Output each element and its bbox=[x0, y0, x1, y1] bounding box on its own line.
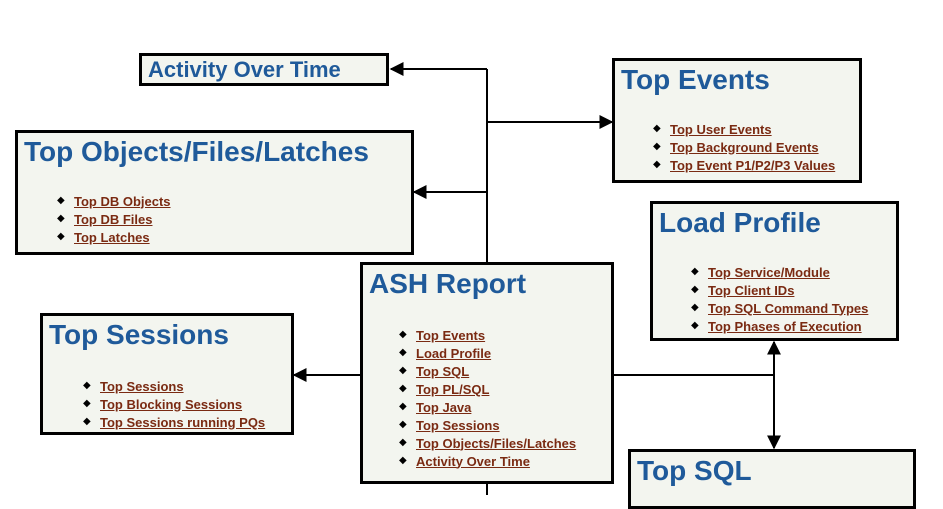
list-item: ◆ Top Sessions running PQs bbox=[83, 413, 265, 431]
activity-over-time-box: Activity Over Time bbox=[139, 53, 389, 86]
list-item: ◆ Top Latches bbox=[57, 228, 171, 246]
list-item: ◆ Top Blocking Sessions bbox=[83, 395, 265, 413]
list-item: ◆ Top Events bbox=[399, 326, 576, 344]
top-events-list: ◆Top User Events ◆Top Background Events … bbox=[653, 120, 835, 174]
load-profile-list: ◆ Top Service/Module ◆ Top Client IDs ◆ Top… bbox=[691, 263, 868, 335]
top-events-box: Top Events ◆ Top User Events ◆ Top Backgro… bbox=[612, 58, 862, 183]
diamond-bullet-icon: ◆ bbox=[653, 159, 661, 170]
connector-lines bbox=[292, 62, 781, 495]
link-top-sessions[interactable]: Top Sessions bbox=[100, 378, 184, 394]
diamond-bullet-icon: ◆ bbox=[399, 365, 407, 376]
list-item: ◆ Top SQL Command Types bbox=[691, 299, 868, 317]
diamond-bullet-icon: ◆ bbox=[653, 141, 661, 152]
link-ash-load-profile[interactable]: Load Profile bbox=[416, 345, 492, 361]
load-profile-title: Load Profile bbox=[659, 207, 821, 238]
list-item: ◆ Top Event P1/P2/P3 Values bbox=[653, 156, 835, 174]
list-item: ◆ Top DB Files bbox=[57, 210, 171, 228]
ash-report-box: ASH Report ◆ Top Events ◆ Load Profile ◆ To… bbox=[360, 262, 614, 484]
diamond-bullet-icon: ◆ bbox=[57, 231, 65, 242]
diamond-bullet-icon: ◆ bbox=[83, 380, 91, 391]
link-top-db-files[interactable]: Top DB Files bbox=[74, 211, 153, 227]
list-item: ◆ Top Sessions bbox=[83, 377, 265, 395]
link-top-event-p-values[interactable]: Top Event P1/P2/P3 Values bbox=[670, 157, 836, 173]
link-top-latches[interactable]: Top Latches bbox=[74, 229, 150, 245]
list-item: ◆ Top Service/Module bbox=[691, 263, 868, 281]
link-ash-top-java[interactable]: Top Java bbox=[416, 399, 472, 415]
top-sessions-box: Top Sessions ◆ Top Sessions ◆ Top Blocking… bbox=[40, 313, 294, 435]
link-top-sql-command-types[interactable]: Top SQL Command Types bbox=[708, 300, 869, 316]
list-item: ◆ Top Background Events bbox=[653, 138, 835, 156]
top-objects-list: ◆ Top DB Objects ◆ Top DB Files ◆ Top Latch… bbox=[57, 192, 171, 246]
activity-over-time-title: Activity Over Time bbox=[148, 57, 341, 82]
load-profile-box: Load Profile ◆ Top Service/Module ◆ Top Cl… bbox=[650, 201, 899, 341]
diamond-bullet-icon: ◆ bbox=[691, 302, 699, 313]
list-item: ◆ Top SQL bbox=[399, 362, 576, 380]
link-top-user-events[interactable]: Top User Events bbox=[670, 121, 772, 137]
top-sessions-title: Top Sessions bbox=[49, 319, 229, 350]
list-item: ◆ Top PL/SQL bbox=[399, 380, 576, 398]
top-objects-box: Top Objects/Files/Latches ◆ Top DB Object… bbox=[15, 130, 414, 255]
top-objects-title: Top Objects/Files/Latches bbox=[24, 136, 369, 167]
link-top-background-events[interactable]: Top Background Events bbox=[670, 139, 819, 155]
top-sessions-list: ◆ Top Sessions ◆ Top Blocking Sessions ◆ To… bbox=[83, 377, 265, 431]
link-top-blocking-sessions[interactable]: Top Blocking Sessions bbox=[100, 396, 243, 412]
top-sql-title: Top SQL bbox=[637, 455, 752, 486]
diamond-bullet-icon: ◆ bbox=[83, 398, 91, 409]
link-top-client-ids[interactable]: Top Client IDs bbox=[708, 282, 795, 298]
link-ash-top-plsql[interactable]: Top PL/SQL bbox=[416, 381, 490, 397]
list-item: ◆ Top Phases of Execution bbox=[691, 317, 868, 335]
diamond-bullet-icon: ◆ bbox=[691, 284, 699, 295]
link-ash-top-sql[interactable]: Top SQL bbox=[416, 363, 470, 379]
diamond-bullet-icon: ◆ bbox=[399, 455, 407, 466]
top-sql-box: Top SQL bbox=[628, 449, 916, 509]
list-item: ◆ Top Java bbox=[399, 398, 576, 416]
ash-report-title: ASH Report bbox=[369, 268, 527, 299]
link-top-sessions-running-pqs[interactable]: Top Sessions running PQs bbox=[100, 414, 266, 430]
diamond-bullet-icon: ◆ bbox=[399, 329, 407, 340]
diamond-bullet-icon: ◆ bbox=[399, 401, 407, 412]
diamond-bullet-icon: ◆ bbox=[653, 123, 661, 134]
diamond-bullet-icon: ◆ bbox=[399, 347, 407, 358]
list-item: ◆ Top Objects/Files/Latches bbox=[399, 434, 576, 452]
ash-report-list: ◆ Top Events ◆ Load Profile ◆ Top SQL ◆ Top … bbox=[399, 326, 576, 470]
diamond-bullet-icon: ◆ bbox=[691, 320, 699, 331]
link-ash-top-sessions[interactable]: Top Sessions bbox=[416, 417, 500, 433]
link-ash-top-objects[interactable]: Top Objects/Files/Latches bbox=[416, 435, 577, 451]
link-ash-activity-over-time[interactable]: Activity Over Time bbox=[416, 453, 530, 469]
diamond-bullet-icon: ◆ bbox=[691, 266, 699, 277]
diamond-bullet-icon: ◆ bbox=[399, 383, 407, 394]
list-item: ◆ Activity Over Time bbox=[399, 452, 576, 470]
list-item: ◆ Top Sessions bbox=[399, 416, 576, 434]
link-top-service-module[interactable]: Top Service/Module bbox=[708, 264, 830, 280]
list-item: ◆ Top User Events bbox=[653, 120, 835, 138]
diamond-bullet-icon: ◆ bbox=[57, 213, 65, 224]
diamond-bullet-icon: ◆ bbox=[83, 416, 91, 427]
link-top-phases-of-execution[interactable]: Top Phases of Execution bbox=[708, 318, 862, 334]
list-item: ◆ Top DB Objects bbox=[57, 192, 171, 210]
diamond-bullet-icon: ◆ bbox=[57, 195, 65, 206]
link-ash-top-events[interactable]: Top Events bbox=[416, 327, 486, 343]
diamond-bullet-icon: ◆ bbox=[399, 437, 407, 448]
top-events-title: Top Events bbox=[621, 64, 770, 95]
list-item: ◆ Top Client IDs bbox=[691, 281, 868, 299]
list-item: ◆ Load Profile bbox=[399, 344, 576, 362]
link-top-db-objects[interactable]: Top DB Objects bbox=[74, 193, 171, 209]
diamond-bullet-icon: ◆ bbox=[399, 419, 407, 430]
